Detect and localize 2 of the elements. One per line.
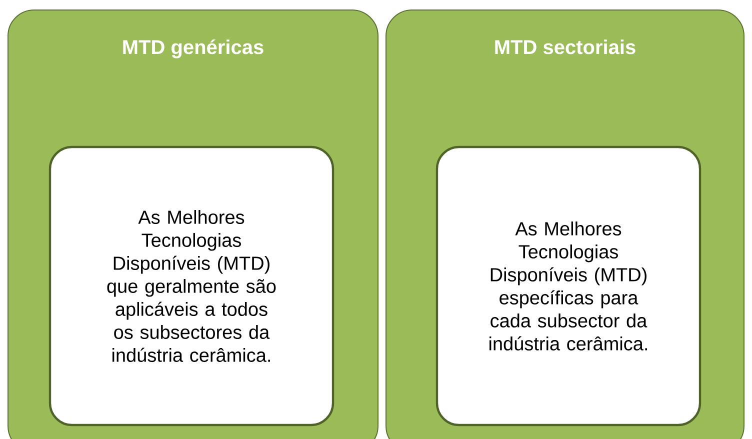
text-box: As Melhores Tecnologias Disponíveis (MTD) específicas para cada subsector da indústria cerâmica. [436, 146, 702, 426]
text-box: As Melhores Tecnologias Disponíveis (MTD) que geralmente são aplicáveis a todos os subsectores da indústria cerâmica. [48, 146, 334, 426]
